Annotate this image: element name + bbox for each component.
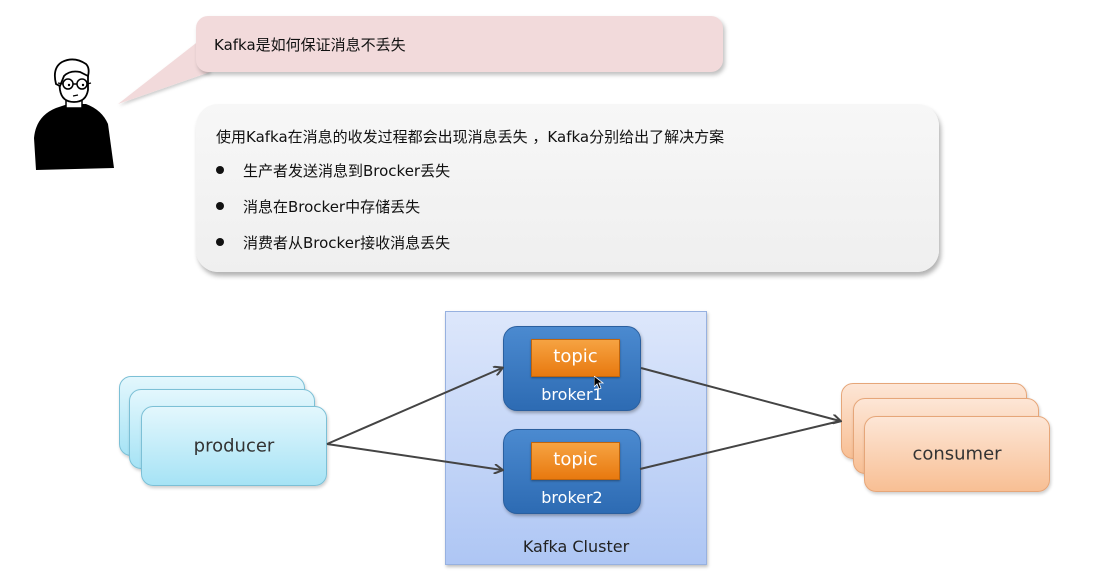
consumer-card: consumer <box>864 416 1050 492</box>
producer-label: producer <box>193 435 275 457</box>
mouse-cursor-icon <box>594 376 604 390</box>
list-item-text: 生产者发送消息到Brocker丢失 <box>243 162 451 180</box>
answer-box: 使用Kafka在消息的收发过程都会出现消息丢失 ，Kafka分别给出了解决方案 … <box>196 104 939 272</box>
list-item: 消息在Brocker中存储丢失 <box>216 196 450 232</box>
cluster-label: Kafka Cluster <box>522 537 630 556</box>
person-illustration-icon <box>34 58 114 170</box>
list-item-text: 消息在Brocker中存储丢失 <box>243 198 421 216</box>
producer-card: producer <box>141 406 327 486</box>
list-item: 消费者从Brocker接收消息丢失 <box>216 232 450 268</box>
broker-label: broker1 <box>541 385 603 404</box>
broker-label: broker2 <box>541 488 603 507</box>
bullet-icon <box>216 166 224 174</box>
bullet-icon <box>216 202 224 210</box>
consumer-label: consumer <box>912 443 1002 465</box>
broker-1: topic broker1 <box>503 326 641 411</box>
speech-tail <box>118 40 210 104</box>
topic-box: topic <box>531 442 620 480</box>
list-item: 生产者发送消息到Brocker丢失 <box>216 160 450 196</box>
broker-2: topic broker2 <box>503 429 641 514</box>
answer-list: 生产者发送消息到Brocker丢失 消息在Brocker中存储丢失 消费者从Br… <box>216 160 450 268</box>
topic-box: topic <box>531 339 620 377</box>
question-bubble: Kafka是如何保证消息不丢失 <box>196 16 723 72</box>
avatar <box>28 58 120 174</box>
question-text: Kafka是如何保证消息不丢失 <box>214 36 406 54</box>
list-item-text: 消费者从Brocker接收消息丢失 <box>243 234 451 252</box>
bullet-icon <box>216 238 224 246</box>
answer-intro: 使用Kafka在消息的收发过程都会出现消息丢失 ，Kafka分别给出了解决方案 <box>216 128 725 146</box>
